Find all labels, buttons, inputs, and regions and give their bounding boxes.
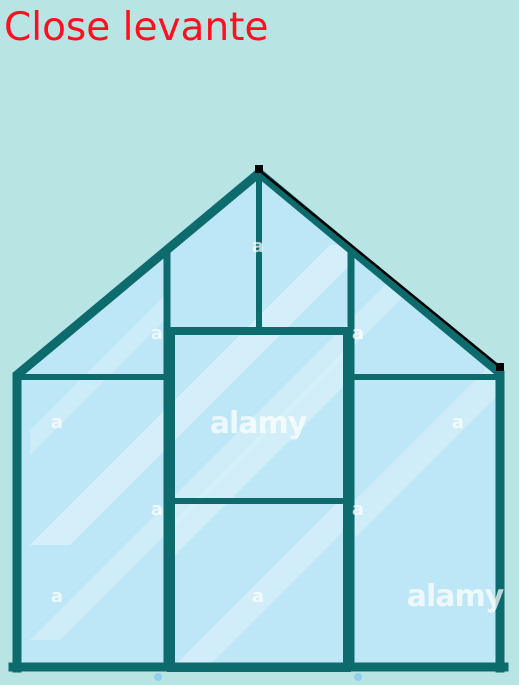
annotation-endpoint-bottom: [496, 363, 504, 371]
watermark-small: a: [352, 499, 364, 520]
watermark-small: a: [51, 586, 63, 607]
annotation-endpoint-top: [255, 165, 263, 173]
roof-slope-annotation-line: [258, 169, 501, 368]
watermark-center: alamy: [210, 406, 308, 441]
hinge-left: [154, 673, 162, 681]
watermark-small: a: [51, 412, 63, 433]
watermark-small: a: [352, 323, 364, 344]
page-title: Close levante: [4, 5, 269, 50]
watermark-small: a: [452, 412, 464, 433]
watermark-bottom-right: alamy: [407, 579, 505, 614]
watermark-small: a: [151, 323, 163, 344]
watermark-small: a: [252, 236, 264, 257]
watermark-small: a: [252, 586, 264, 607]
hinge-right: [354, 673, 362, 681]
watermark-small: a: [151, 499, 163, 520]
watermarks: alamy alamy a a a a a a a a a: [51, 236, 506, 614]
